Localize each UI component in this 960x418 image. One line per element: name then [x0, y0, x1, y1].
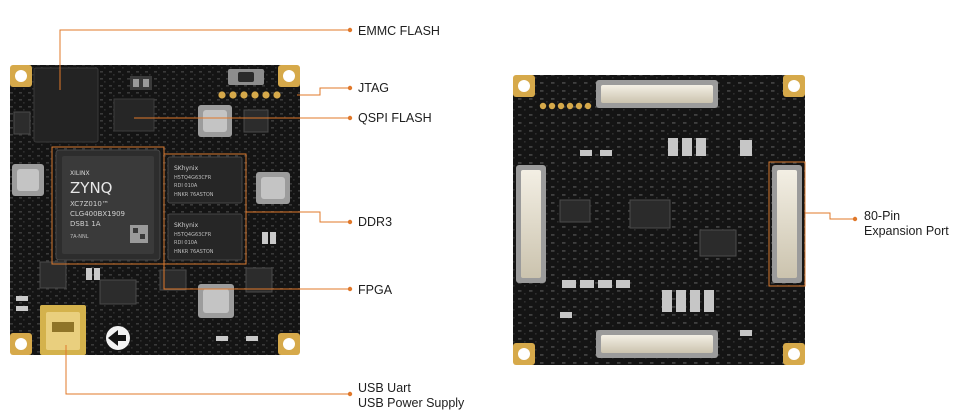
ddr-top-line1: H5TQ4G63CFR — [174, 175, 212, 181]
front-mounting-holes — [10, 65, 300, 355]
back-jtag-pads — [539, 102, 592, 110]
fpga-part-2: CLG400BX1909 — [70, 210, 125, 218]
front-passives — [16, 232, 276, 341]
fpga-chip: XILINX ZYNQ XC7Z010™ CLG400BX1909 DSB1 1… — [55, 149, 161, 261]
ddr3-chips: SKhynix H5TQ4G63CFR RDI 010A HNKR 76ASTO… — [167, 156, 243, 261]
ddr-bottom-line1: H5TQ4G63CFR — [174, 232, 212, 238]
emmc-flash-label: EMMC FLASH — [358, 24, 440, 38]
jtag-label: JTAG — [358, 81, 390, 95]
usb-uart-label: USB Uart — [358, 381, 411, 395]
usb-callout-line — [65, 345, 350, 395]
fpga-part-3: DSB1 1A — [70, 220, 101, 228]
ddr3-callout-line — [246, 211, 350, 223]
back-small-chips — [559, 199, 737, 257]
jtag-pads — [218, 91, 281, 99]
qspi-chip — [113, 98, 155, 132]
fpga-brand: XILINX — [70, 170, 90, 177]
emmc-chip — [33, 67, 99, 143]
front-board: XILINX ZYNQ XC7Z010™ CLG400BX1909 DSB1 1… — [10, 65, 300, 355]
back-board — [513, 75, 806, 365]
fpga-highlight — [51, 146, 165, 265]
usb-power-label: USB Power Supply — [358, 396, 465, 410]
emmc-callout-line — [59, 29, 350, 90]
expansion-port-label: Expansion Port — [864, 224, 949, 238]
fpga-part-1: XC7Z010™ — [70, 200, 109, 208]
ddr-top-brand: SKhynix — [174, 165, 199, 172]
fpga-label: FPGA — [358, 283, 393, 297]
back-mounting-holes — [513, 75, 805, 365]
ddr-bottom-line2: RDI 010A — [174, 240, 198, 246]
back-passives — [560, 138, 752, 336]
front-small-components — [13, 109, 273, 305]
inductors — [12, 105, 290, 318]
expansion-connectors — [516, 80, 802, 358]
ddr-bottom-line3: HNKR 76ASTON — [174, 249, 214, 255]
jtag-callout-line — [297, 87, 350, 96]
ddr-bottom-brand: SKhynix — [174, 222, 199, 229]
expansion-callout-line — [805, 212, 855, 220]
usb-connector — [40, 305, 86, 355]
ddr3-label: DDR3 — [358, 215, 393, 229]
arrow-left-icon — [106, 326, 130, 350]
callout-lines — [59, 27, 858, 397]
expansion-highlight — [768, 161, 806, 287]
ddr-top-line2: RDI 010A — [174, 183, 198, 189]
ddr-top-line3: HNKR 76ASTON — [174, 192, 214, 198]
expansion-pin-label: 80-Pin — [864, 209, 901, 223]
fpga-callout-line — [163, 264, 350, 290]
fpga-product: ZYNQ — [70, 179, 112, 197]
qspi-flash-label: QSPI FLASH — [358, 111, 432, 125]
fpga-part-4: 7A-NNL — [70, 234, 89, 240]
fpga-qr-code — [130, 225, 148, 243]
